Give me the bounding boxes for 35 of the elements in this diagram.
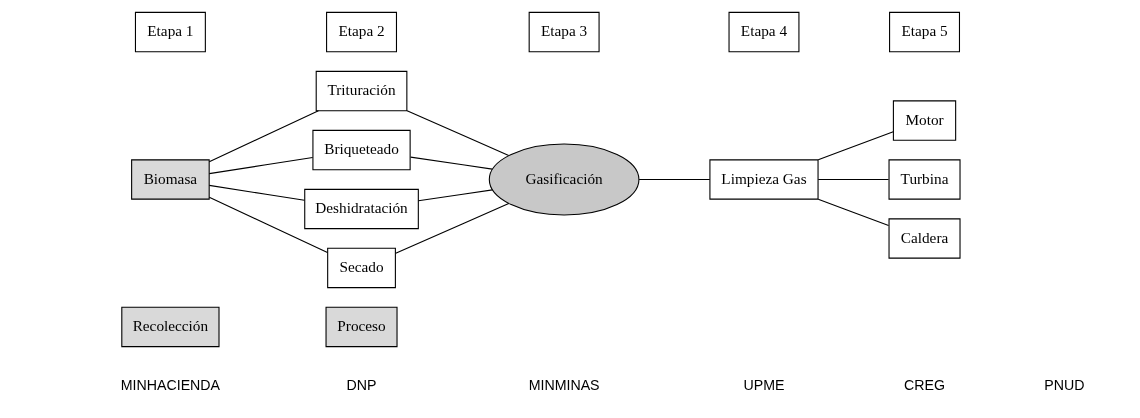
- node-box: Etapa 5: [888, 11, 960, 53]
- label: UPME: [742, 376, 784, 393]
- connector: [208, 196, 328, 254]
- node-box: Turbina: [888, 159, 961, 200]
- label: PNUD: [1043, 376, 1084, 393]
- node-box: Etapa 2: [325, 11, 397, 53]
- node-box: Motor: [892, 100, 956, 141]
- node-box: Etapa 4: [728, 11, 799, 53]
- node-box: Limpieza Gas: [708, 159, 819, 200]
- connector: [409, 156, 493, 170]
- connector: [638, 178, 710, 181]
- node-box: Trituración: [315, 70, 407, 112]
- label: MINHACIENDA: [120, 376, 220, 393]
- label: DNP: [346, 376, 377, 393]
- connector: [817, 178, 889, 181]
- connector: [208, 156, 313, 175]
- node-box: Etapa 3: [528, 11, 600, 53]
- connector: [208, 110, 319, 163]
- node-box: Etapa 1: [134, 11, 206, 53]
- node-box: Biomasa: [130, 159, 210, 200]
- connector: [208, 184, 305, 201]
- label: CREG: [903, 376, 945, 393]
- node-box: Recolección: [120, 306, 220, 348]
- connector: [406, 110, 509, 157]
- label: MINMINAS: [528, 376, 600, 393]
- node-box: Briqueteado: [311, 129, 411, 171]
- connector: [394, 202, 509, 254]
- connector: [417, 189, 493, 202]
- connector: [817, 131, 894, 161]
- node-ellipse: Gasificación: [488, 143, 639, 216]
- connector: [817, 198, 889, 227]
- node-box: Deshidratación: [303, 188, 419, 230]
- node-box: Secado: [326, 247, 396, 289]
- node-box: Caldera: [888, 218, 961, 259]
- node-box: Proceso: [325, 306, 398, 348]
